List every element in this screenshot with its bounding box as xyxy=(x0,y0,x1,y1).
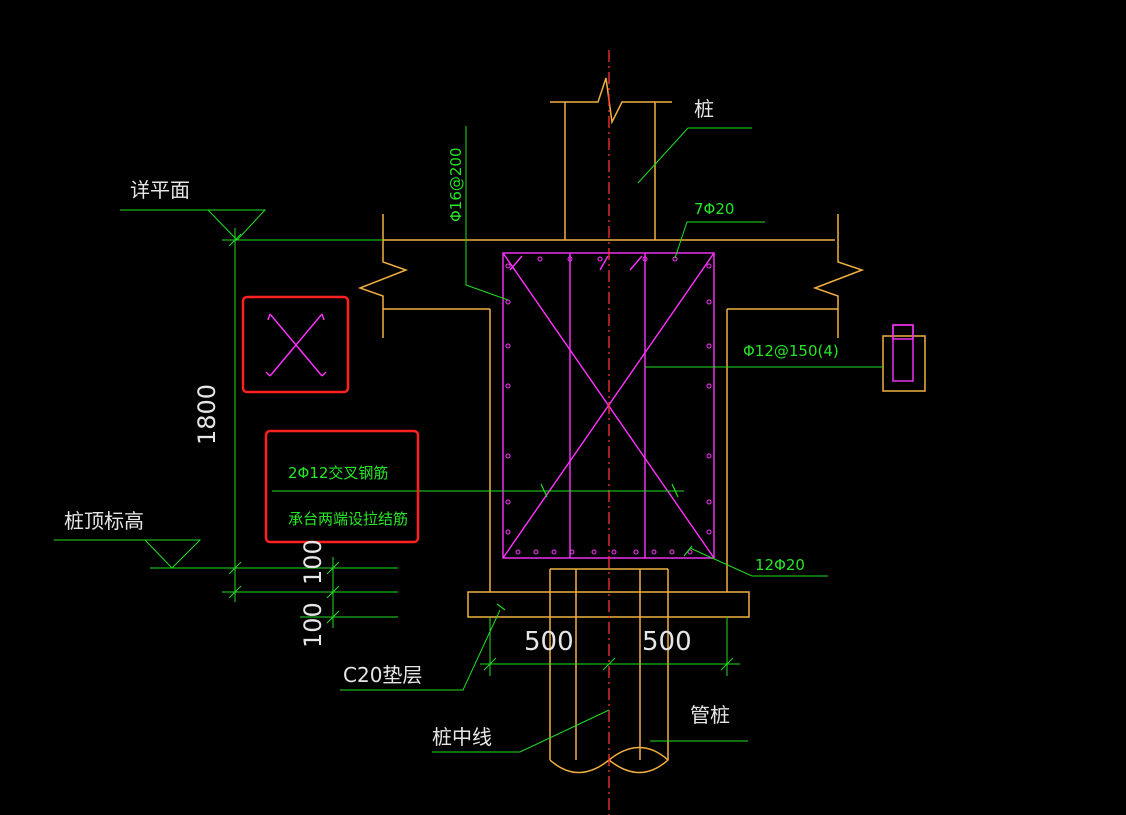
bottom-bars-leader xyxy=(689,547,828,577)
pile-cap-outline xyxy=(489,309,728,592)
pile-top-leader xyxy=(54,539,202,569)
rebar-dot xyxy=(591,549,597,555)
top-hook-mid xyxy=(599,255,609,271)
rebar-dot xyxy=(567,256,573,262)
cross-rebar-icon xyxy=(265,313,327,377)
dim-height-label: 1800 xyxy=(193,384,221,445)
top-hook-right xyxy=(629,255,643,271)
rebar-dot xyxy=(505,529,511,535)
top-bars-label: 7Φ20 xyxy=(694,200,734,218)
slab-break-left xyxy=(357,214,409,338)
note-line-2: 承台两端设拉结筋 xyxy=(288,510,408,528)
dim-tick-4 xyxy=(326,561,340,624)
dim-tick-2 xyxy=(228,561,242,575)
column-outline xyxy=(550,101,672,240)
note-line-1: 2Φ12交叉钢筋 xyxy=(288,464,388,482)
rebar-dot xyxy=(651,549,657,555)
rebar-dot xyxy=(597,256,603,262)
rebar-dot xyxy=(611,549,617,555)
dim-500-left-label: 500 xyxy=(524,627,574,657)
rebar-dot xyxy=(706,299,712,305)
detail-plan-leader xyxy=(120,209,267,241)
vertical-bars-leader xyxy=(465,126,509,301)
rebar-dots xyxy=(505,256,712,555)
dim-100-upper-label: 100 xyxy=(299,539,327,585)
rebar-dot xyxy=(505,299,511,305)
concrete-outline xyxy=(357,77,926,774)
rebar-dot xyxy=(505,383,511,389)
rebar-dot xyxy=(551,549,557,555)
rebar-dot xyxy=(505,343,511,349)
pile-top-elevation-label: 桩顶标高 xyxy=(64,509,144,533)
rebar-dot xyxy=(633,549,639,555)
detail-plan-label: 详平面 xyxy=(130,178,190,202)
dim-tick-3 xyxy=(228,585,242,599)
leader-ticks xyxy=(496,483,693,611)
pile-centerline-label: 桩中线 xyxy=(432,725,492,749)
rebar-dot xyxy=(706,383,712,389)
dim-100-lower-label: 100 xyxy=(299,602,327,648)
stirrup-detail-hook xyxy=(892,324,914,340)
rebar-dot xyxy=(505,453,511,459)
rebar-dot xyxy=(687,549,693,555)
top-bars-leader xyxy=(674,221,765,259)
c20-cushion-label: C20垫层 xyxy=(343,663,422,687)
rebar-dot xyxy=(505,499,511,505)
rebar-dot xyxy=(706,343,712,349)
rebar-dot xyxy=(706,529,712,535)
stirrup-detail-outer xyxy=(882,335,926,392)
rebar-dot xyxy=(533,549,539,555)
rebar-dot xyxy=(642,256,648,262)
rebar-dot xyxy=(515,549,521,555)
column-break-line xyxy=(565,77,655,125)
stirrups-label: Φ12@150(4) xyxy=(743,342,839,360)
rebar-dot xyxy=(569,549,575,555)
rebar-dot xyxy=(669,549,675,555)
icon-highlight-box xyxy=(241,295,350,394)
top-hook-left xyxy=(509,255,523,271)
pile-leader xyxy=(637,127,752,184)
bottom-bars-label: 12Φ20 xyxy=(755,556,805,574)
rebar-dot xyxy=(706,499,712,505)
pipe-pile-break xyxy=(549,746,670,774)
c20-leader xyxy=(340,609,501,691)
vertical-bars-label: Φ16@200 xyxy=(447,147,465,222)
rebar-dot xyxy=(537,256,543,262)
pipe-pile-label: 管桩 xyxy=(690,703,730,727)
dim-width-ticks xyxy=(483,657,734,671)
centerline-leader xyxy=(432,709,610,753)
rebar-dot xyxy=(706,453,712,459)
dim-tick-1 xyxy=(228,233,242,247)
rebar-dot xyxy=(505,263,511,269)
slab-break-right xyxy=(812,214,865,338)
leaders xyxy=(54,126,883,753)
rebar-dot xyxy=(706,263,712,269)
stirrup-detail-inner xyxy=(892,324,914,382)
note-highlight-box xyxy=(264,429,420,544)
dim-500-right-label: 500 xyxy=(642,627,692,657)
pile-label: 桩 xyxy=(694,97,714,121)
